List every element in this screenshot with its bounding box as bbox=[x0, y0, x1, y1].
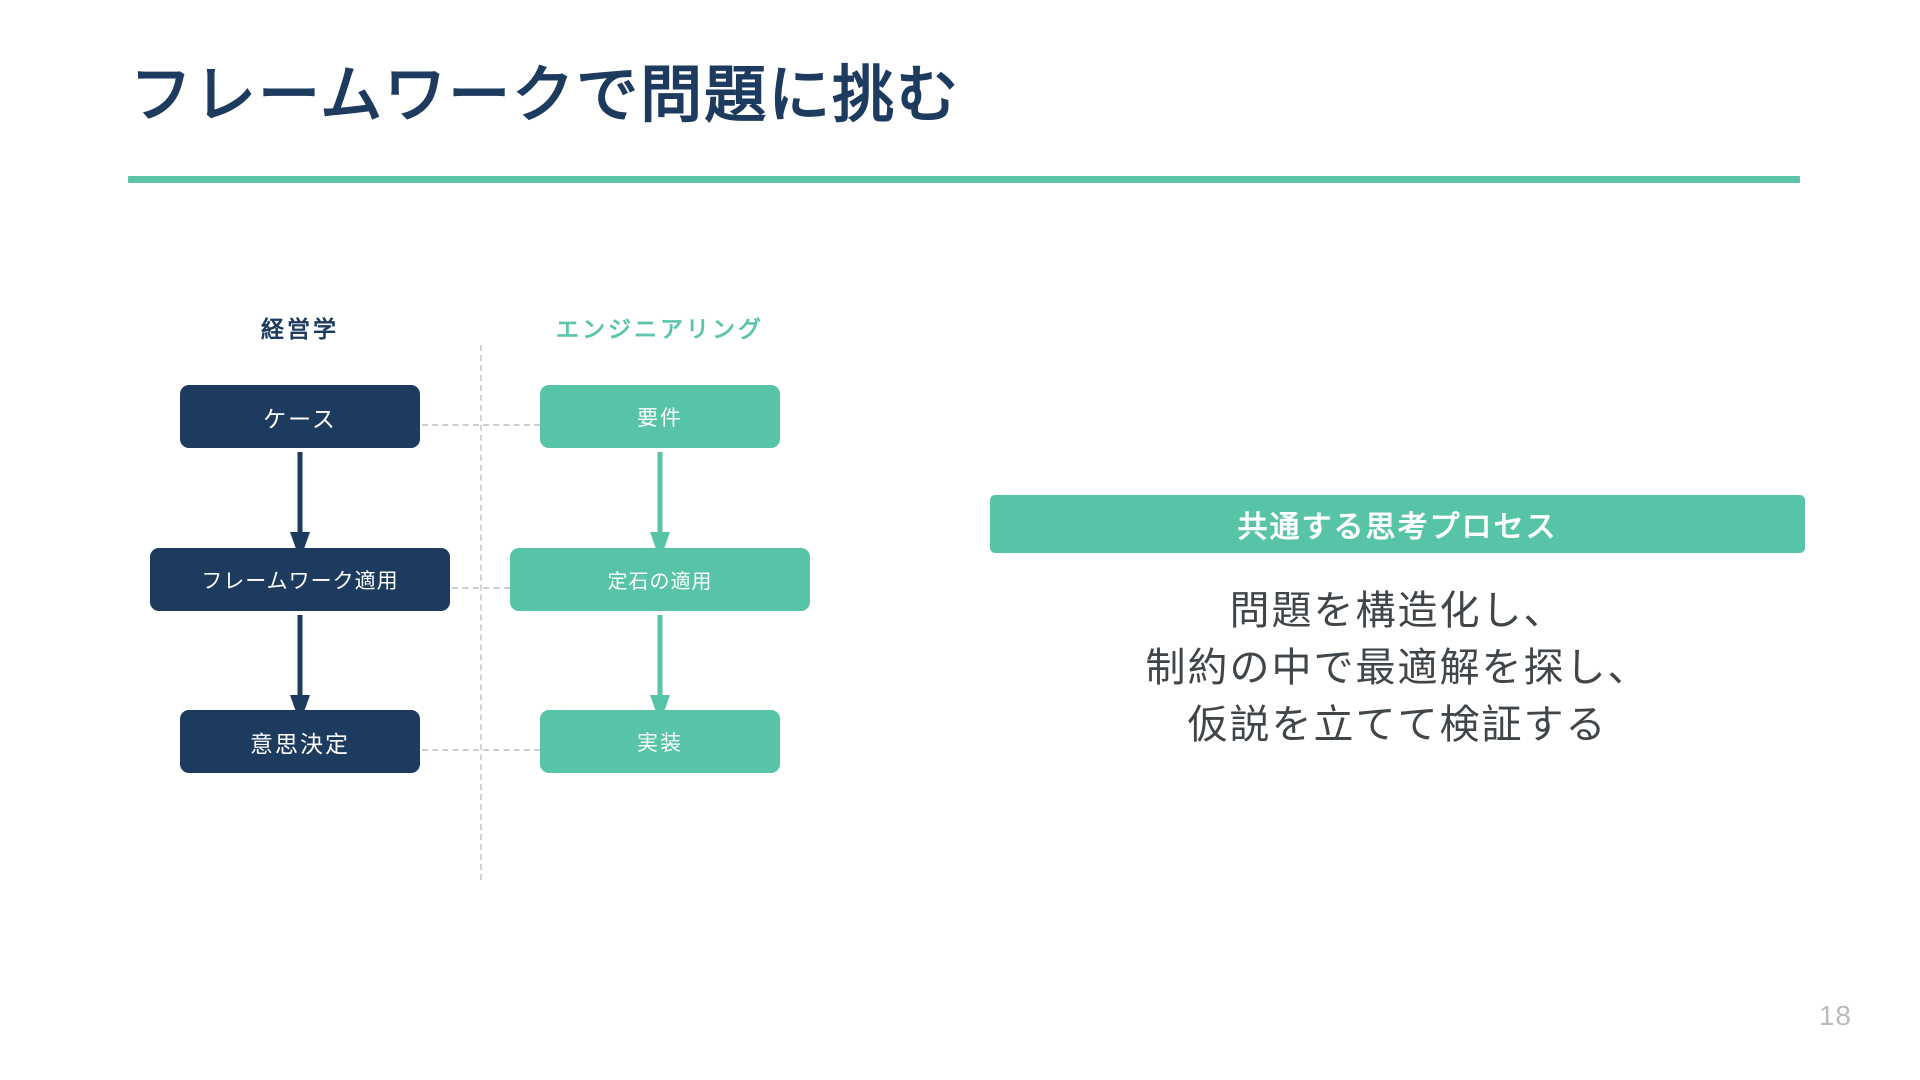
description-line-3: 仮説を立てて検証する bbox=[1187, 702, 1608, 747]
page-title: フレームワークで問題に挑む bbox=[130, 61, 961, 130]
common-process-banner: 共通する思考プロセス bbox=[990, 495, 1805, 553]
node-engineering-row1[interactable]: 要件 bbox=[540, 385, 780, 448]
node-engineering-row3[interactable]: 実装 bbox=[540, 710, 780, 773]
column-header-management: 経営学 bbox=[261, 316, 339, 342]
common-process-description: 問題を構造化し、 制約の中で最適解を探し、 仮説を立てて検証する bbox=[990, 583, 1805, 753]
comparison-flow-diagram: 経営学 エンジニアリング ケース 要件 フレームワーク適用 定石の適用 bbox=[150, 316, 810, 880]
node-engineering-row2[interactable]: 定石の適用 bbox=[510, 548, 810, 611]
arrow-management-row1-to-row2 bbox=[288, 452, 312, 567]
link-row3-dashed bbox=[422, 749, 540, 751]
node-management-row1[interactable]: ケース bbox=[180, 385, 420, 448]
arrow-engineering-row2-to-row3 bbox=[648, 615, 672, 730]
column-header-engineering: エンジニアリング bbox=[556, 316, 764, 342]
description-line-1: 問題を構造化し、 bbox=[1229, 589, 1566, 633]
link-row1-dashed bbox=[422, 424, 540, 426]
link-row2-dashed bbox=[452, 587, 510, 589]
node-management-row3[interactable]: 意思決定 bbox=[180, 710, 420, 773]
title-underline-rule bbox=[128, 176, 1800, 183]
arrow-management-row2-to-row3 bbox=[288, 615, 312, 730]
description-line-2: 制約の中で最適解を探し、 bbox=[1145, 645, 1650, 690]
arrow-engineering-row1-to-row2 bbox=[648, 452, 672, 567]
node-management-row2[interactable]: フレームワーク適用 bbox=[150, 548, 450, 611]
common-process-panel: 共通する思考プロセス 問題を構造化し、 制約の中で最適解を探し、 仮説を立てて検… bbox=[990, 495, 1805, 753]
column-divider-dashed-line bbox=[480, 345, 482, 880]
page-number: 18 bbox=[1818, 1000, 1852, 1031]
